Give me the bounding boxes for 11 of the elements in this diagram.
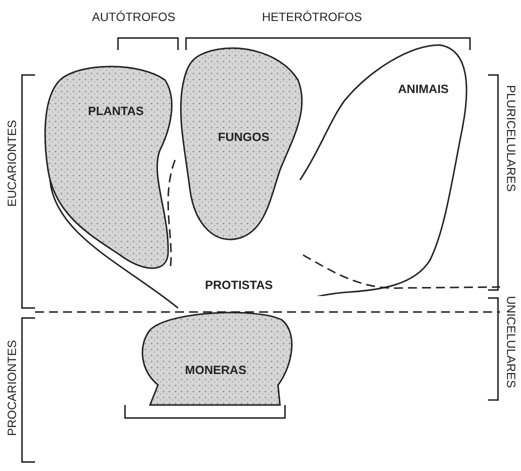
- kingdom-name: ANIMAIS: [398, 82, 449, 96]
- axis-category-label: PROCARIONTES: [5, 340, 19, 436]
- kingdom-name: PROTISTAS: [205, 278, 273, 292]
- axis-category-label: UNICELULARES: [504, 296, 518, 388]
- kingdom-name: PLANTAS: [88, 104, 144, 118]
- axis-category-label: PLURICELULARES: [504, 85, 518, 192]
- category-label: AUTÓTROFOS: [92, 10, 176, 24]
- category-label: HETERÓTROFOS: [262, 10, 362, 24]
- kingdom-name: FUNGOS: [218, 130, 270, 144]
- axis-category-label: EUCARIONTES: [5, 120, 19, 207]
- kingdom-name: MONERAS: [185, 363, 246, 377]
